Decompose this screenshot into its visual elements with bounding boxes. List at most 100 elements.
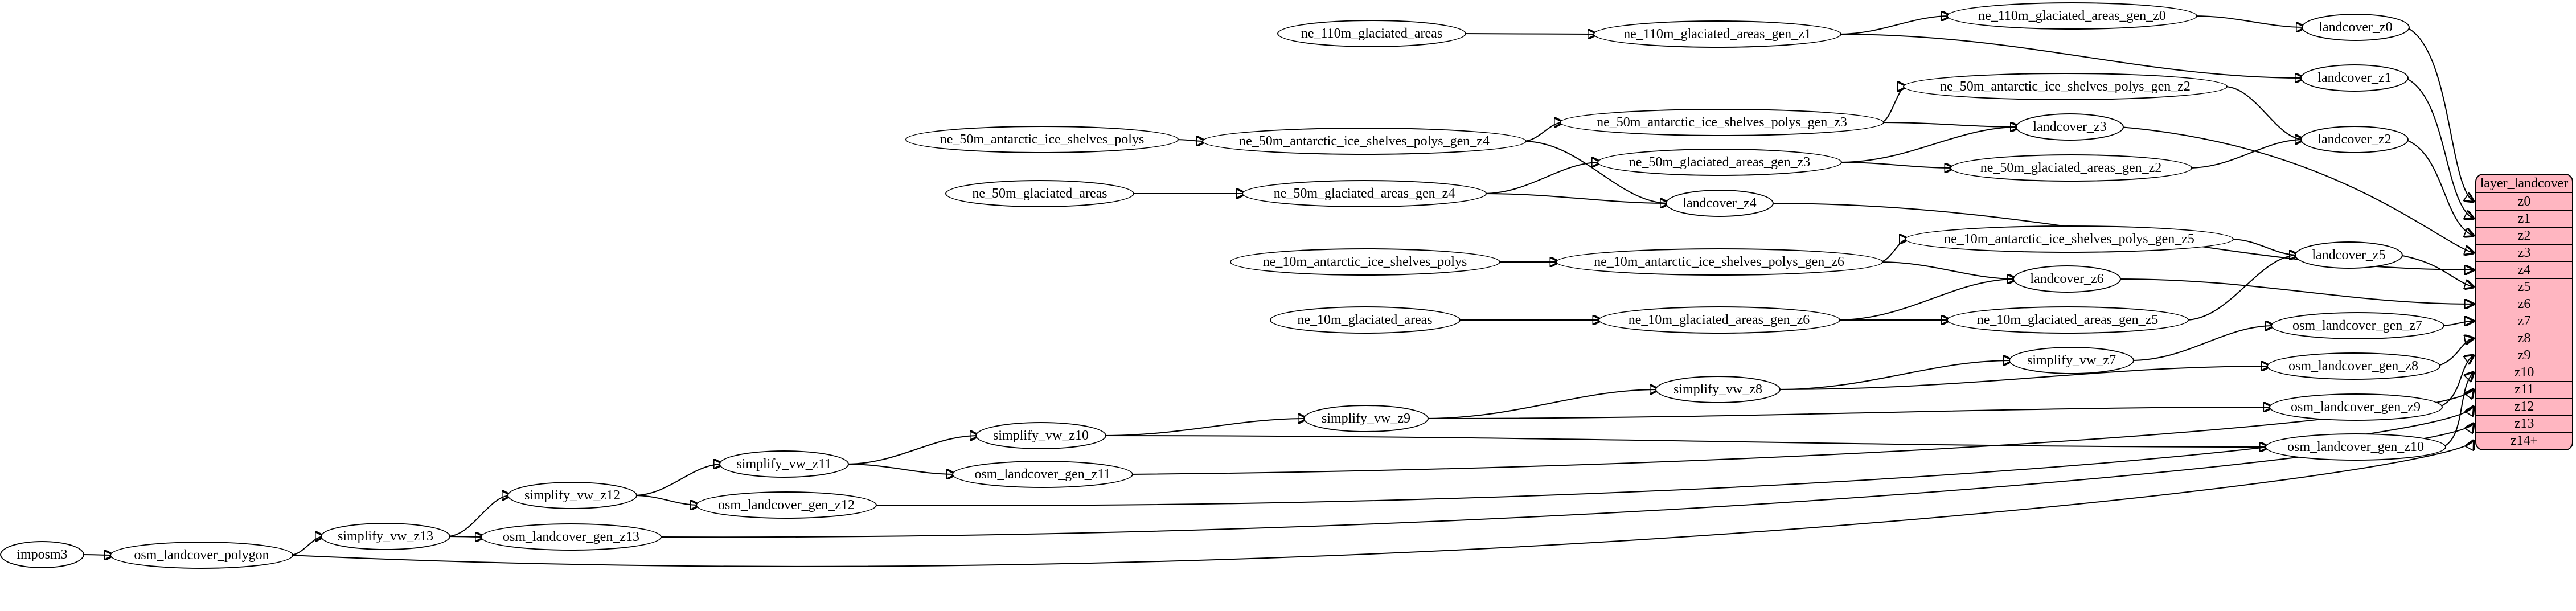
node-label: ne_50m_glaciated_areas_gen_z3 bbox=[1629, 155, 1811, 170]
node-label: osm_landcover_gen_z11 bbox=[974, 467, 1111, 482]
node-label: osm_landcover_gen_z13 bbox=[503, 530, 639, 544]
edge-simplify_vw_z10-to-simplify_vw_z9 bbox=[1102, 419, 1307, 436]
node-osm_landcover_gen_z7: osm_landcover_gen_z7 bbox=[2270, 312, 2444, 339]
table-row-z5: z5 bbox=[2476, 278, 2572, 296]
node-label: ne_50m_antarctic_ice_shelves_polys bbox=[940, 132, 1145, 147]
edge-osm_landcover_polygon-to-simplify_vw_z13 bbox=[289, 536, 324, 556]
edge-simplify_vw_z13-to-simplify_vw_z12 bbox=[446, 495, 511, 537]
node-label: landcover_z5 bbox=[2312, 248, 2386, 263]
node-simplify_vw_z13: simplify_vw_z13 bbox=[321, 523, 450, 550]
edge-simplify_vw_z11-to-simplify_vw_z10 bbox=[845, 436, 979, 465]
edge-landcover_z5-to-layer_landcover-z5 bbox=[2399, 255, 2474, 287]
edge-simplify_vw_z13-to-osm_landcover_gen_z13 bbox=[446, 536, 484, 537]
node-simplify_vw_z10: simplify_vw_z10 bbox=[975, 422, 1106, 449]
edge-simplify_vw_z12-to-simplify_vw_z11 bbox=[633, 464, 723, 496]
node-ne_10m_antarctic_ice_shelves_polys: ne_10m_antarctic_ice_shelves_polys bbox=[1229, 248, 1500, 276]
edge-ne_110m_glaciated_areas_gen_z1-to-landcover_z1 bbox=[1837, 34, 2304, 78]
node-imposm3: imposm3 bbox=[0, 541, 84, 568]
node-label: osm_landcover_polygon bbox=[134, 548, 269, 563]
edge-ne_50m_antarctic_ice_shelves_polys-to-ne_50m_antarctic_ice_shelves_polys_gen_z4 bbox=[1175, 140, 1205, 141]
node-ne_50m_antarctic_ice_shelves_polys_gen_z3: ne_50m_antarctic_ice_shelves_polys_gen_z… bbox=[1560, 109, 1884, 136]
edge-ne_10m_antarctic_ice_shelves_polys_gen_z6-to-landcover_z6 bbox=[1879, 261, 2017, 279]
edge-osm_landcover_gen_z9-to-layer_landcover-z9 bbox=[2439, 355, 2474, 408]
node-label: landcover_z1 bbox=[2317, 71, 2392, 85]
node-landcover_z4: landcover_z4 bbox=[1666, 190, 1774, 217]
edge-ne_50m_glaciated_areas_gen_z2-to-landcover_z2 bbox=[2188, 140, 2304, 169]
edge-ne_50m_glaciated_areas_gen_z3-to-landcover_z3 bbox=[1838, 127, 2019, 163]
node-ne_50m_glaciated_areas_gen_z3: ne_50m_glaciated_areas_gen_z3 bbox=[1597, 149, 1842, 176]
node-osm_landcover_gen_z12: osm_landcover_gen_z12 bbox=[696, 491, 877, 519]
table-row-z8: z8 bbox=[2476, 330, 2572, 347]
node-simplify_vw_z11: simplify_vw_z11 bbox=[719, 450, 849, 478]
node-label: ne_110m_glaciated_areas_gen_z0 bbox=[1978, 9, 2166, 23]
node-landcover_z6: landcover_z6 bbox=[2013, 265, 2121, 293]
node-landcover_z2: landcover_z2 bbox=[2300, 126, 2409, 153]
table-row-z14+: z14+ bbox=[2476, 432, 2572, 449]
node-osm_landcover_gen_z9: osm_landcover_gen_z9 bbox=[2269, 393, 2443, 421]
edge-simplify_vw_z9-to-simplify_vw_z8 bbox=[1425, 389, 1659, 419]
node-label: simplify_vw_z12 bbox=[524, 488, 620, 503]
edge-simplify_vw_z8-to-simplify_vw_z7 bbox=[1777, 360, 2012, 390]
node-label: osm_landcover_gen_z10 bbox=[2287, 440, 2424, 454]
table-row-z11: z11 bbox=[2476, 381, 2572, 398]
edge-osm_landcover_gen_z13-to-layer_landcover-z13 bbox=[658, 424, 2474, 538]
node-landcover_z0: landcover_z0 bbox=[2302, 14, 2410, 41]
edge-ne_50m_antarctic_ice_shelves_polys_gen_z3-to-ne_50m_antarctic_ice_shelves_polys_gen_z2 bbox=[1880, 87, 1906, 123]
table-row-z9: z9 bbox=[2476, 347, 2572, 364]
node-label: ne_50m_antarctic_ice_shelves_polys_gen_z… bbox=[1597, 115, 1847, 130]
table-row-z6: z6 bbox=[2476, 296, 2572, 313]
edge-ne_50m_antarctic_ice_shelves_polys_gen_z4-to-ne_50m_antarctic_ice_shelves_polys_gen_z3 bbox=[1523, 122, 1563, 142]
edge-ne_50m_antarctic_ice_shelves_polys_gen_z4-to-landcover_z4 bbox=[1523, 141, 1669, 203]
table-row-z1: z1 bbox=[2476, 210, 2572, 227]
edge-ne_10m_antarctic_ice_shelves_polys_gen_z5-to-landcover_z5 bbox=[2230, 239, 2298, 255]
table-row-z7: z7 bbox=[2476, 313, 2572, 330]
node-ne_50m_antarctic_ice_shelves_polys_gen_z2: ne_50m_antarctic_ice_shelves_polys_gen_z… bbox=[1903, 73, 2228, 100]
edge-osm_landcover_gen_z10-to-layer_landcover-z10 bbox=[2442, 372, 2474, 448]
edge-ne_10m_glaciated_areas_gen_z6-to-landcover_z6 bbox=[1836, 279, 2017, 321]
node-label: ne_50m_glaciated_areas bbox=[972, 186, 1107, 201]
edge-simplify_vw_z10-to-osm_landcover_gen_z10 bbox=[1102, 435, 2269, 447]
node-label: ne_50m_glaciated_areas_gen_z2 bbox=[1980, 161, 2162, 175]
node-osm_landcover_gen_z13: osm_landcover_gen_z13 bbox=[481, 523, 662, 551]
edge-landcover_z2-to-layer_landcover-z2 bbox=[2405, 139, 2474, 236]
edge-landcover_z1-to-layer_landcover-z1 bbox=[2405, 77, 2474, 219]
node-ne_50m_glaciated_areas_gen_z4: ne_50m_glaciated_areas_gen_z4 bbox=[1242, 180, 1487, 207]
table-row-z10: z10 bbox=[2476, 364, 2572, 381]
node-label: ne_50m_antarctic_ice_shelves_polys_gen_z… bbox=[1940, 79, 2191, 94]
node-landcover_z3: landcover_z3 bbox=[2016, 113, 2124, 141]
edge-ne_10m_antarctic_ice_shelves_polys_gen_z6-to-ne_10m_antarctic_ice_shelves_polys_gen_z5 bbox=[1879, 239, 1909, 263]
node-label: landcover_z6 bbox=[2030, 272, 2104, 286]
edge-ne_110m_glaciated_areas_gen_z0-to-landcover_z0 bbox=[2193, 15, 2305, 27]
node-label: landcover_z4 bbox=[1683, 196, 1757, 211]
node-label: ne_10m_glaciated_areas_gen_z5 bbox=[1976, 313, 2159, 327]
node-label: ne_10m_antarctic_ice_shelves_polys bbox=[1262, 255, 1467, 269]
edge-simplify_vw_z7-to-osm_landcover_gen_z7 bbox=[2130, 326, 2274, 361]
edge-landcover_z6-to-layer_landcover-z6 bbox=[2117, 278, 2474, 304]
node-ne_110m_glaciated_areas_gen_z1: ne_110m_glaciated_areas_gen_z1 bbox=[1593, 20, 1841, 48]
edge-simplify_vw_z8-to-osm_landcover_gen_z8 bbox=[1777, 366, 2270, 390]
edge-ne_50m_glaciated_areas_gen_z4-to-landcover_z4 bbox=[1483, 193, 1669, 203]
table-row-z2: z2 bbox=[2476, 227, 2572, 244]
table-row-z12: z12 bbox=[2476, 398, 2572, 415]
node-label: landcover_z3 bbox=[2033, 120, 2107, 134]
node-label: ne_10m_antarctic_ice_shelves_polys_gen_z… bbox=[1594, 255, 1844, 269]
edge-osm_landcover_polygon-to-layer_landcover-z14+ bbox=[289, 441, 2474, 567]
edge-ne_50m_glaciated_areas_gen_z3-to-ne_50m_glaciated_areas_gen_z2 bbox=[1838, 162, 1954, 168]
node-osm_landcover_gen_z10: osm_landcover_gen_z10 bbox=[2265, 433, 2446, 461]
node-label: landcover_z2 bbox=[2317, 132, 2392, 147]
node-ne_50m_antarctic_ice_shelves_polys_gen_z4: ne_50m_antarctic_ice_shelves_polys_gen_z… bbox=[1202, 128, 1527, 155]
node-label: osm_landcover_gen_z8 bbox=[2288, 359, 2418, 374]
edge-osm_landcover_gen_z8-to-layer_landcover-z8 bbox=[2436, 338, 2474, 367]
node-ne_10m_glaciated_areas_gen_z6: ne_10m_glaciated_areas_gen_z6 bbox=[1598, 306, 1840, 334]
edge-ne_50m_glaciated_areas_gen_z4-to-ne_50m_glaciated_areas_gen_z3 bbox=[1483, 162, 1601, 194]
node-label: simplify_vw_z8 bbox=[1673, 382, 1762, 397]
edge-ne_50m_antarctic_ice_shelves_polys_gen_z3-to-landcover_z3 bbox=[1880, 122, 2019, 127]
table-row-z13: z13 bbox=[2476, 415, 2572, 432]
edge-landcover_z0-to-layer_landcover-z0 bbox=[2406, 27, 2474, 202]
node-label: osm_landcover_gen_z7 bbox=[2292, 318, 2422, 333]
node-ne_10m_glaciated_areas_gen_z5: ne_10m_glaciated_areas_gen_z5 bbox=[1946, 306, 2189, 334]
node-label: ne_50m_antarctic_ice_shelves_polys_gen_z… bbox=[1239, 134, 1490, 149]
